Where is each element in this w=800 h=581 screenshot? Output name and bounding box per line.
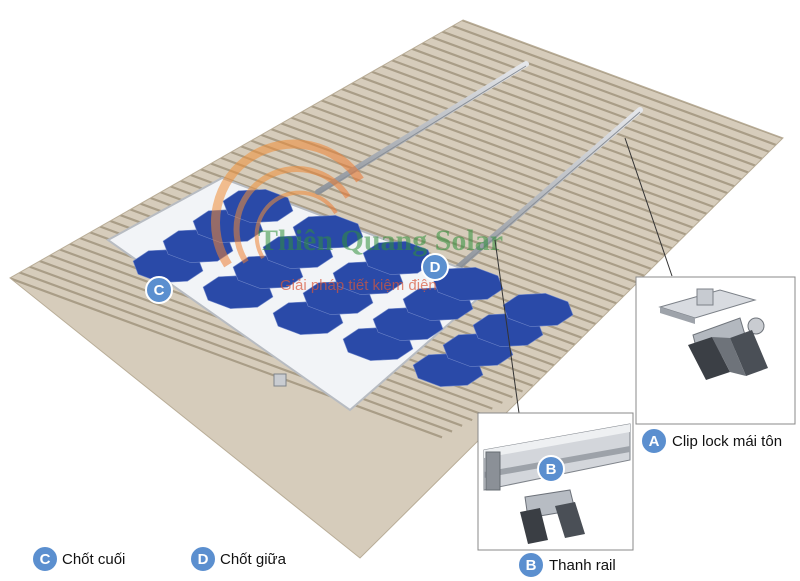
legend-d-badge (189, 545, 217, 573)
leader-line-b (494, 239, 520, 414)
svg-text:B: B (526, 557, 537, 574)
rail-lower (452, 107, 643, 273)
end-clamp-left (273, 373, 287, 387)
solar-cell (292, 215, 364, 249)
solar-cell (502, 293, 574, 327)
svg-text:B: B (546, 461, 557, 478)
legend-c-label: Chốt cuối (62, 551, 125, 568)
watermark-title: Thiên Quang Solar (258, 224, 503, 257)
svg-text:A: A (649, 433, 660, 450)
legend-d-label: Chốt giữa (220, 551, 287, 568)
svg-text:D: D (198, 551, 209, 568)
legend-c: C Chốt cuối (31, 545, 125, 573)
legend-c-badge (31, 545, 59, 573)
callout-a-badge (640, 427, 668, 455)
callout-a: A Clip lock mái tôn (640, 427, 782, 455)
callout-b-badge (517, 551, 545, 579)
legend-d: D Chốt giữa (189, 545, 287, 573)
callout-b: B Thanh rail (517, 551, 616, 579)
callout-c-badge: C (145, 276, 173, 304)
watermark-logo (211, 139, 364, 268)
solar-panel (106, 176, 574, 412)
callout-a-label: Clip lock mái tôn (672, 433, 782, 450)
svg-text:C: C (40, 551, 51, 568)
watermark-subtitle: Giải pháp tiết kiệm điện (280, 277, 437, 294)
inset-thanh-rail (477, 412, 634, 551)
leader-line-a (624, 137, 673, 277)
callout-d-badge: D (421, 253, 449, 281)
inset-clip-lock (635, 276, 796, 425)
svg-text:D: D (430, 259, 441, 276)
solar-cell (362, 241, 434, 275)
callout-b-rail-badge: B (537, 455, 565, 483)
callout-b-label: Thanh rail (549, 557, 616, 574)
svg-text:C: C (154, 282, 165, 299)
watermark: Thiên Quang Solar Giải pháp tiết kiệm đi… (211, 139, 503, 294)
clip-lock-illustration (658, 288, 768, 380)
